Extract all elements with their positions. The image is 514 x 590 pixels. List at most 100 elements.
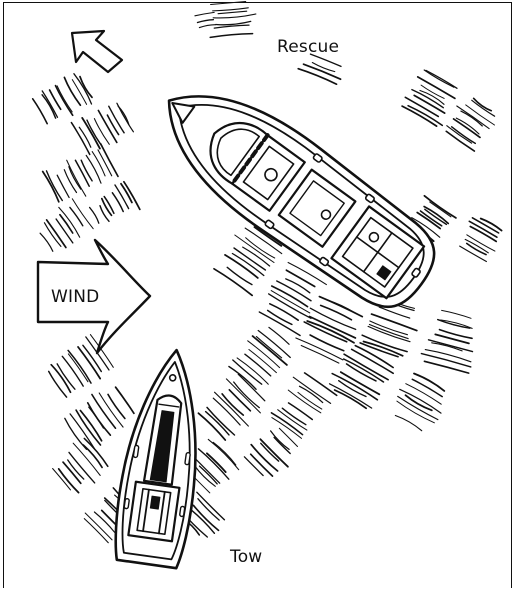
wave-stroke (259, 312, 300, 336)
tow-boat (110, 345, 212, 569)
wave-stroke (222, 394, 243, 415)
wave-stroke (424, 196, 456, 218)
wave-stroke (115, 185, 129, 209)
wave-stroke (72, 80, 86, 105)
wave-stroke (429, 340, 473, 352)
wave-stroke (94, 119, 109, 145)
wave-stroke (87, 120, 102, 146)
wave-stroke (406, 395, 432, 410)
wave-stroke (214, 25, 249, 28)
wave-stroke (296, 338, 343, 360)
wave-stroke (218, 11, 247, 14)
wave-stroke (421, 354, 470, 367)
wave-stroke (307, 321, 354, 343)
wave-stroke (84, 519, 108, 543)
wave-stroke (312, 63, 335, 72)
wave-stroke (321, 305, 352, 319)
wave-stroke (216, 21, 251, 24)
wave-stroke (435, 334, 469, 343)
wave-stroke (108, 394, 125, 418)
wave-stroke (395, 416, 421, 431)
wave-stroke (461, 111, 482, 126)
tow-label: Tow (230, 547, 262, 567)
wave-stroke (208, 439, 238, 469)
wave-stroke (245, 354, 271, 376)
wave-stroke (424, 207, 448, 224)
wave-stroke (244, 457, 263, 476)
wave-stroke (293, 377, 330, 403)
wave-stroke (199, 25, 215, 28)
wave-stroke (310, 335, 344, 351)
wave-stroke (446, 131, 474, 151)
wave-stroke (454, 119, 480, 137)
wave-stroke (84, 438, 108, 466)
wave-stroke (268, 310, 292, 324)
wave-stroke (107, 115, 118, 135)
wave-stroke (234, 382, 260, 408)
wave-stroke (335, 390, 367, 408)
wave-stroke (370, 321, 408, 335)
wave-stroke (193, 505, 218, 530)
wave-stroke (211, 2, 246, 5)
wave-stroke (195, 12, 214, 15)
wave-stroke (286, 270, 314, 286)
rescue-boat (139, 60, 450, 325)
wind-label: WIND (51, 287, 99, 307)
wave-stroke (43, 172, 59, 202)
wave-stroke (80, 411, 101, 441)
wave-stroke (213, 14, 256, 18)
wave-stroke (402, 106, 437, 126)
wave-stroke (438, 320, 470, 329)
wave-stroke (80, 77, 92, 98)
wave-stroke (40, 233, 53, 251)
wave-stroke (213, 8, 249, 11)
wave-stroke (238, 374, 264, 401)
wave-stroke (207, 407, 235, 435)
wave-stroke (251, 454, 273, 476)
wave-stroke (246, 238, 275, 258)
wave-stroke (226, 379, 260, 413)
wave-stroke (68, 350, 91, 383)
wave-stroke (360, 343, 398, 357)
small-up-left-arrow-icon (72, 31, 122, 72)
wave-stroke (300, 386, 323, 402)
wave-stroke (271, 291, 310, 313)
wave-stroke (64, 170, 76, 193)
wave-stroke (472, 100, 495, 116)
wave-stroke (424, 361, 468, 373)
rescue-label: Rescue (277, 37, 339, 57)
wave-stroke (198, 499, 219, 520)
wave-stroke (271, 431, 290, 450)
wave-stroke (47, 171, 63, 201)
wave-stroke (90, 207, 99, 223)
wave-stroke (198, 20, 214, 23)
wave-stroke (100, 206, 109, 222)
wave-stroke (213, 398, 240, 425)
wave-stroke (210, 34, 252, 38)
wave-stroke (59, 207, 80, 237)
wave-stroke (398, 396, 438, 419)
wave-stroke (426, 70, 457, 88)
wave-stroke (260, 439, 288, 467)
wave-stroke (270, 304, 298, 320)
wave-stroke (274, 437, 290, 453)
wave-stroke (424, 70, 454, 87)
wave-stroke (442, 310, 471, 318)
wave-stroke (272, 286, 308, 307)
wave-stroke (379, 307, 410, 318)
wave-stroke (33, 99, 48, 124)
wave-stroke (83, 445, 102, 467)
wave-stroke (344, 359, 384, 382)
wave-stroke (59, 469, 79, 493)
wave-stroke (92, 152, 105, 176)
wave-stroke (86, 155, 101, 183)
wave-stroke (64, 77, 80, 105)
wave-stroke (207, 453, 226, 472)
wave-stroke (88, 403, 111, 435)
wave-stroke (197, 492, 225, 520)
wave-stroke (232, 254, 263, 276)
wave-stroke (47, 220, 66, 248)
wave-stroke (94, 512, 114, 532)
wave-stroke (81, 160, 92, 181)
wave-stroke (44, 223, 61, 247)
